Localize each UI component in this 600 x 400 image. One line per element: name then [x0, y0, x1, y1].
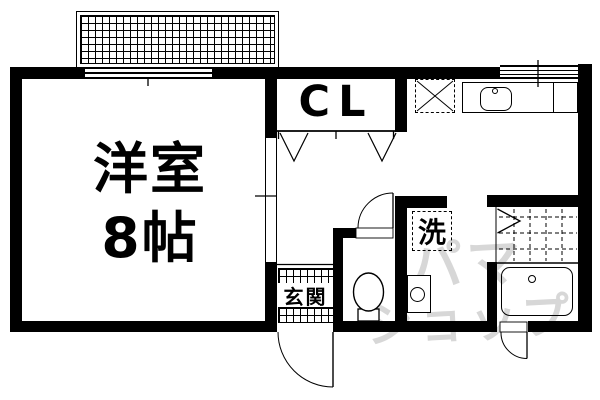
wall-closet-right [395, 67, 407, 132]
wall-top-left [10, 67, 85, 79]
entrance-door-arc [277, 331, 334, 388]
sink-faucet-icon [492, 88, 498, 94]
wall-bottom-left [10, 321, 277, 332]
wall-left [10, 67, 22, 332]
main-room-name: 洋室 [92, 137, 207, 201]
balcony-window-midline [85, 72, 212, 74]
kitchen-counter [462, 82, 578, 113]
bathtub-faucet-icon [528, 275, 536, 283]
laundry-label: 洗 [417, 216, 446, 249]
counter-divider [553, 83, 555, 112]
kitchen-window-line1 [500, 69, 578, 71]
wall-mainroom-right-lower [265, 262, 277, 332]
mainroom-sliding-door [265, 138, 277, 262]
entrance-label-band: 玄関 [278, 283, 333, 309]
washbasin [407, 275, 431, 313]
main-room-label: 洋室 8帖 [30, 138, 270, 269]
kitchen-window [500, 65, 578, 79]
wall-toilet-north [333, 228, 356, 238]
wall-mainroom-right-upper [265, 67, 277, 138]
wall-bath-west [487, 262, 497, 321]
kitchen-window-line2 [500, 73, 578, 75]
closet-label: CL [298, 77, 374, 127]
wall-bottom-mid [333, 321, 497, 332]
refrigerator-space [415, 79, 455, 113]
wall-kitchen-south [395, 196, 447, 208]
toilet-door-threshold [355, 227, 394, 239]
balcony-grid [80, 15, 275, 64]
wall-bottom-right [528, 321, 592, 332]
closet-folding-door-right-icon [367, 132, 397, 163]
washbasin-bowl-icon [410, 287, 425, 302]
bathtub [501, 267, 573, 316]
entrance-tile-lower [278, 307, 335, 323]
entrance-label: 玄関 [283, 284, 328, 309]
closet-folding-door-left-icon [279, 132, 309, 163]
wall-bath-north [487, 195, 592, 207]
wall-toilet-west [333, 228, 343, 321]
washing-machine-space: 洗 [412, 211, 452, 251]
toilet-door-arc [357, 192, 394, 228]
wall-toilet-east [395, 196, 407, 321]
wall-top-mid [212, 67, 500, 79]
balcony-window [85, 67, 212, 79]
main-room-size: 8帖 [101, 206, 199, 270]
